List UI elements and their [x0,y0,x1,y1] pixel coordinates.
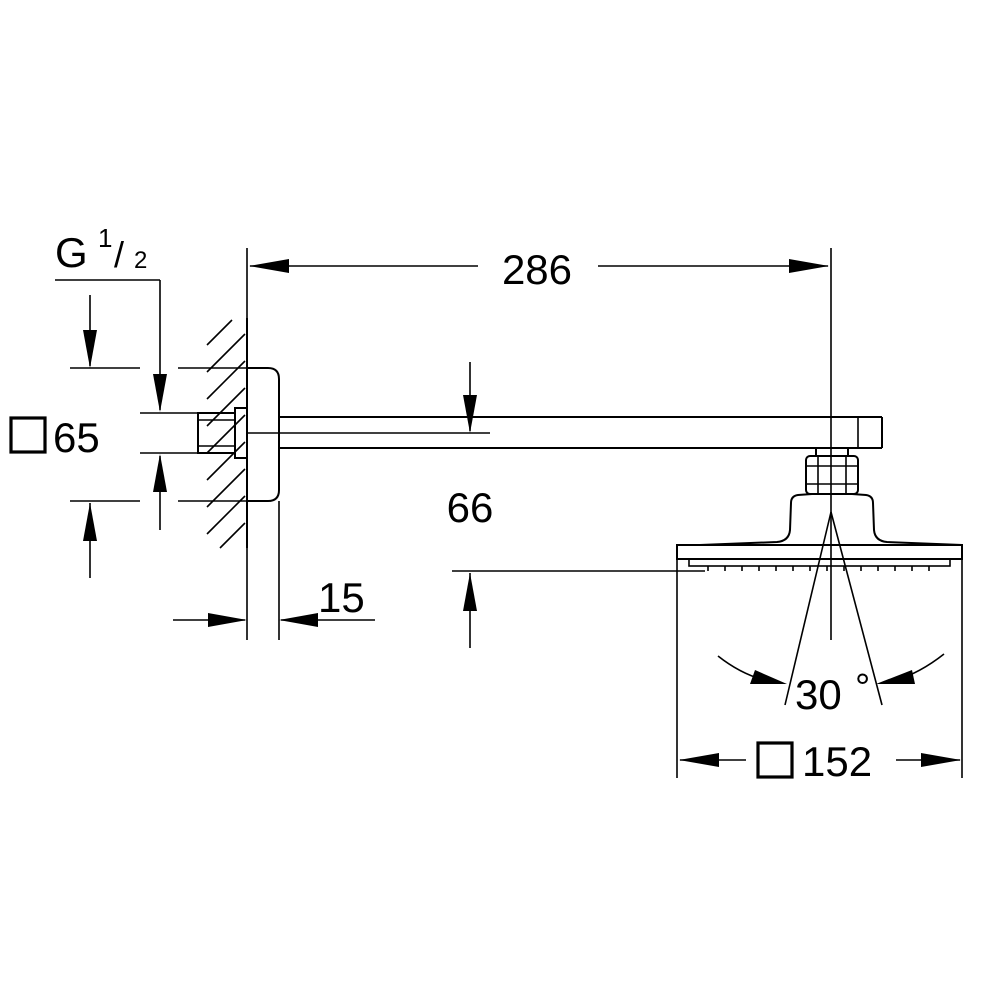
thread-connector [197,407,248,459]
spray-nozzles [707,566,930,571]
dimension-152-label: 152 [802,738,872,785]
angle-30-label: 30 [795,671,842,718]
square-symbol-icon [9,416,47,454]
dimension-15-label: 15 [318,574,365,621]
thread-prefix-label: G [55,229,88,276]
thread-slash-label: / [114,234,124,275]
thread-numerator-label: 1 [98,223,112,253]
dimension-head-size: 152 [676,559,963,785]
dimension-flange-depth: 15 [173,501,375,640]
dimension-65-label: 65 [53,414,100,461]
wall-flange [247,367,280,502]
dimension-flange-size: 65 [9,295,247,578]
wall [206,318,248,549]
swivel-nut [805,448,859,495]
dimension-drop-height: 66 [447,362,705,648]
head-neck-left [699,493,813,546]
shower-arm [247,416,883,449]
square-symbol-icon [756,741,794,779]
thread-nipple [197,412,236,454]
head-neck-right [851,493,963,546]
dimension-286-label: 286 [502,246,572,293]
degree-symbol-label: ° [855,667,870,709]
dimension-spray-angle: 30 ° [717,511,945,718]
thread-spec-label: G 1 / 2 [55,223,198,530]
dimension-arm-length: 286 [246,246,832,640]
thread-denominator-label: 2 [134,247,147,274]
wall-hatching [206,319,246,549]
dimension-66-label: 66 [447,484,494,531]
